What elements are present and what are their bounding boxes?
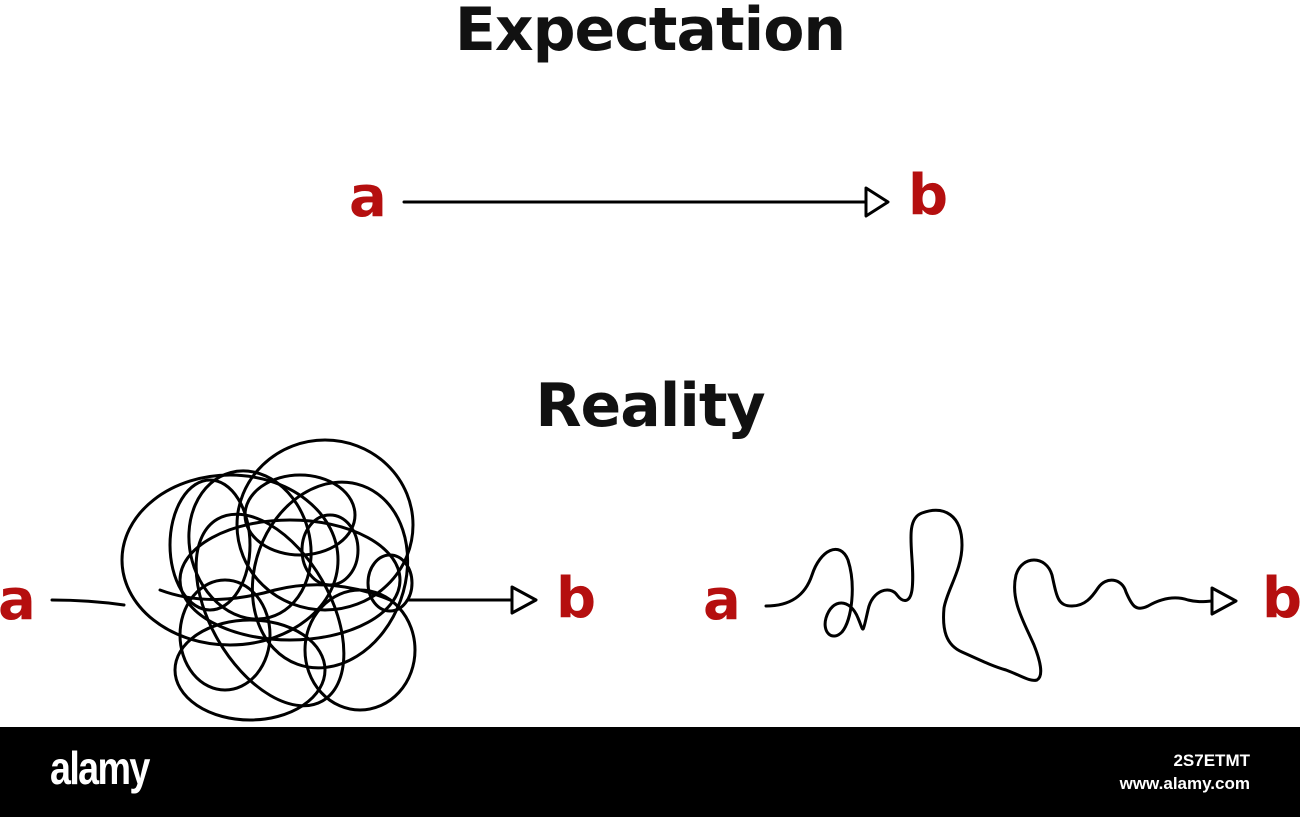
tangled-path	[50, 438, 538, 722]
watermark-site-url: www.alamy.com	[1119, 774, 1250, 793]
arrow-head-icon	[510, 585, 538, 615]
watermark-bar: alamy 2S7ETMT www.alamy.com	[0, 727, 1300, 817]
reality-title: Reality	[535, 371, 765, 441]
wavy-path	[764, 508, 1238, 682]
tangled-path-point-b: b	[556, 566, 597, 631]
expectation-point-a: a	[349, 165, 387, 230]
expectation-point-b: b	[908, 163, 949, 228]
straight-path	[402, 186, 890, 218]
arrow-head-icon	[864, 186, 890, 218]
watermark-image-id: 2S7ETMT	[1173, 751, 1250, 770]
tangled-path-point-a: a	[0, 568, 36, 633]
diagram-canvas	[50, 186, 1238, 722]
arrow-head-icon	[1210, 586, 1238, 616]
wavy-path-point-a: a	[703, 568, 741, 633]
expectation-title: Expectation	[454, 0, 846, 65]
watermark-brand-logo: alamy	[50, 742, 150, 794]
wavy-path-point-b: b	[1262, 566, 1300, 631]
